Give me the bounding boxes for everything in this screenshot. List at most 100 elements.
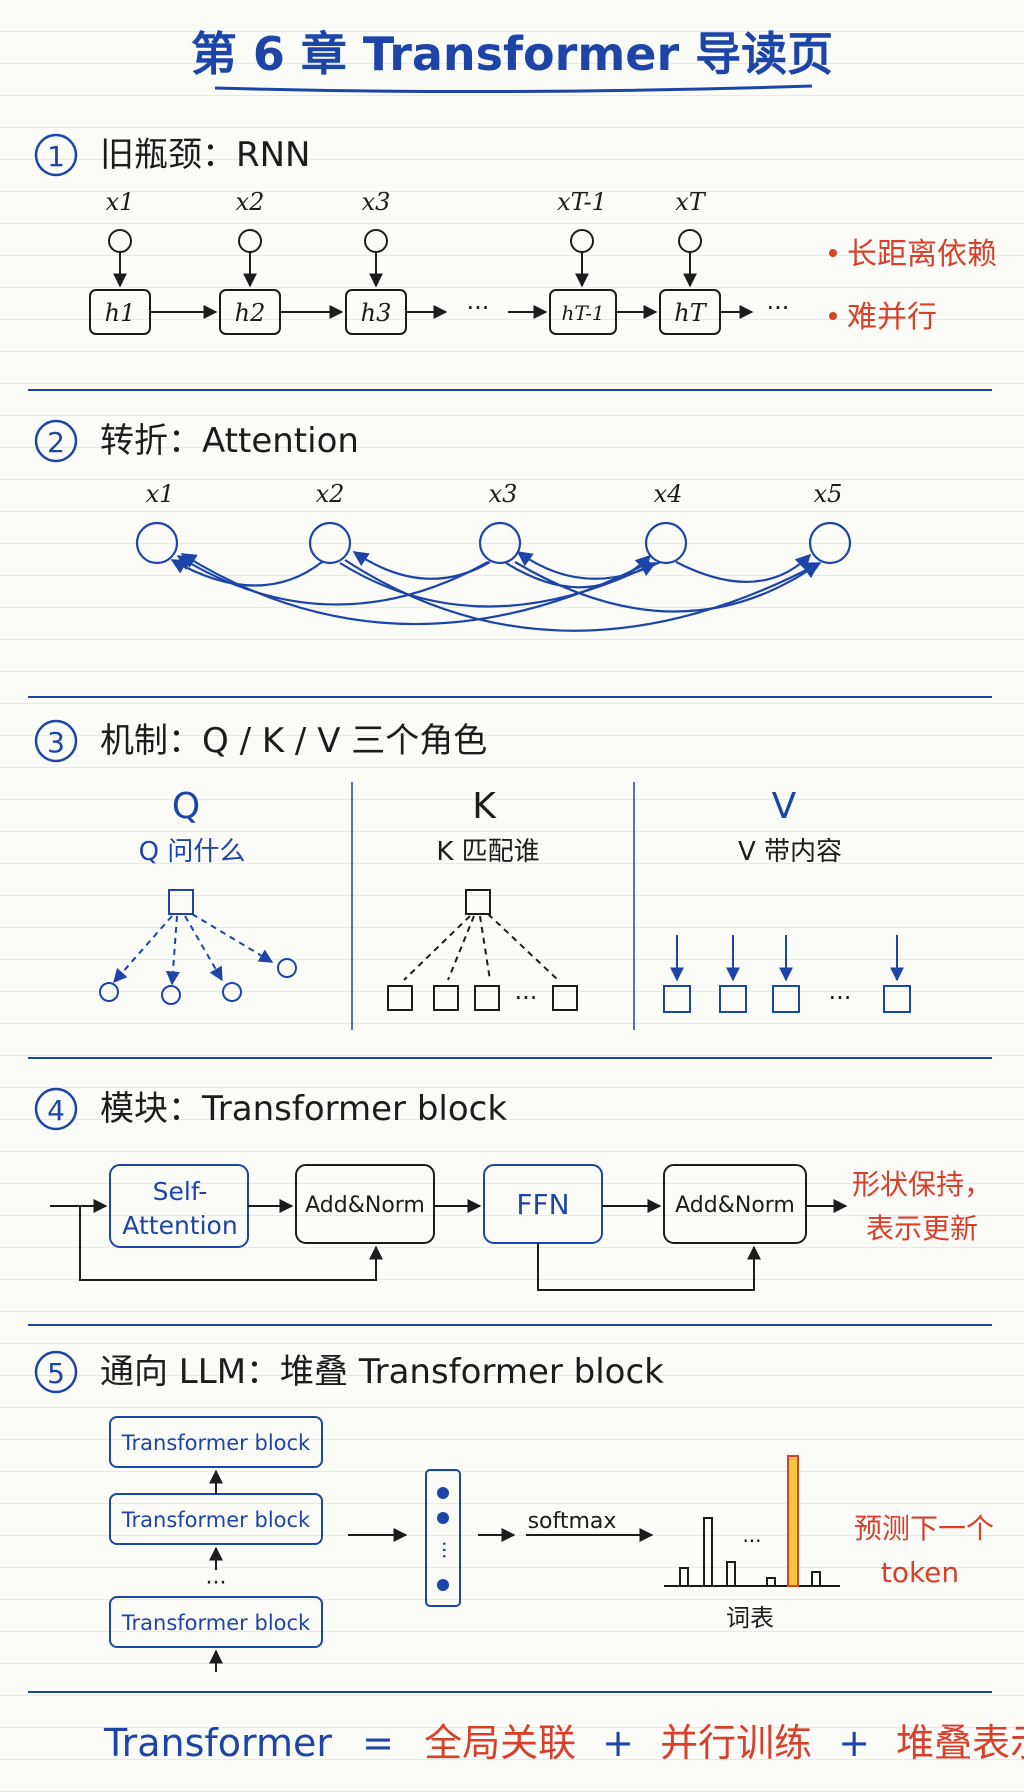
- token-label: x5: [814, 480, 843, 508]
- section-heading: 旧瓶颈：RNN: [100, 135, 311, 175]
- summary-eq: =: [362, 1721, 394, 1765]
- block-note: 表示更新: [866, 1212, 978, 1245]
- value-square: [474, 985, 500, 1011]
- content-square: [883, 985, 911, 1013]
- attention-arc: [352, 551, 491, 580]
- section-number-circle: [34, 1087, 78, 1131]
- prediction-note: token: [881, 1556, 959, 1589]
- input-node: [364, 229, 388, 253]
- stack-block-label: Transformer block: [121, 1611, 311, 1635]
- output-vector: [425, 1469, 461, 1607]
- role-desc-k: K 匹配谁: [436, 837, 539, 867]
- section-heading: 通向 LLM：堆叠 Transformer block: [100, 1352, 664, 1392]
- section-number: 2: [47, 426, 65, 459]
- input-label: x1: [106, 188, 135, 216]
- summary-plus: +: [602, 1721, 634, 1765]
- token-label: x1: [146, 480, 175, 508]
- section-number-circle: [34, 1350, 78, 1394]
- bullet-dot: [829, 249, 837, 257]
- ellipsis: ···: [767, 294, 790, 322]
- section-number-circle: [34, 133, 78, 177]
- section-number-circle: [34, 719, 78, 763]
- token-node: [478, 521, 522, 565]
- section-qkv: 3 机制：Q / K / V 三个角色 Q Q 问什么 K K 匹配谁 V V …: [34, 719, 911, 1030]
- vocab-bar: [766, 1577, 776, 1587]
- key-square: [465, 889, 491, 915]
- vocab-label: 词表: [726, 1604, 774, 1632]
- role-letter-k: K: [472, 786, 497, 827]
- stack-block: [109, 1596, 323, 1648]
- summary-term: 并行训练: [660, 1721, 812, 1765]
- token-node: [308, 521, 352, 565]
- section-number: 4: [47, 1094, 65, 1127]
- softmax-label: softmax: [528, 1509, 617, 1534]
- role-letter-v: V: [772, 786, 797, 827]
- input-label: xT-1: [557, 188, 607, 216]
- residual-connection: [79, 1206, 383, 1281]
- content-square: [772, 985, 800, 1013]
- ellipsis: ···: [467, 294, 490, 322]
- role-desc-q: Q 问什么: [139, 837, 246, 867]
- summary-lhs: Transformer: [103, 1721, 332, 1765]
- input-label: x2: [236, 188, 265, 216]
- token-label: x3: [489, 480, 518, 508]
- summary-term: 全局关联: [424, 1721, 576, 1765]
- ellipsis: ···: [206, 1571, 227, 1596]
- section-heading: 模块：Transformer block: [100, 1089, 507, 1129]
- self-attention-label: Self-: [153, 1177, 208, 1206]
- input-node: [678, 229, 702, 253]
- role-letter-q: Q: [172, 786, 200, 827]
- stack-block-label: Transformer block: [121, 1508, 311, 1532]
- self-attention-label: Attention: [122, 1211, 237, 1240]
- attention-arc: [505, 554, 652, 589]
- rnn-note: 长距离依赖: [847, 237, 997, 272]
- ellipsis: ···: [829, 984, 852, 1012]
- input-node: [238, 229, 262, 253]
- query-square: [168, 889, 194, 915]
- ellipsis: ···: [742, 1529, 761, 1553]
- content-square: [719, 985, 747, 1013]
- title-underline: [214, 84, 813, 94]
- vocab-bar: [679, 1567, 689, 1587]
- vocab-bar: [703, 1517, 713, 1587]
- vector-dot: [437, 1512, 449, 1524]
- vocab-bar: [811, 1571, 821, 1587]
- role-desc-v: V 带内容: [738, 837, 842, 867]
- summary-plus: +: [838, 1721, 870, 1765]
- add-norm-box: [295, 1164, 435, 1244]
- predicted-token-bar: [787, 1455, 799, 1587]
- key-node: [277, 958, 297, 978]
- summary-term: 堆叠表示。: [896, 1721, 1024, 1765]
- ellipsis: ···: [515, 984, 538, 1012]
- input-label: x3: [362, 188, 391, 216]
- ffn-label: FFN: [516, 1188, 569, 1221]
- add-norm-label: Add&Norm: [305, 1193, 425, 1218]
- content-square: [663, 985, 691, 1013]
- hidden-state-label: h1: [105, 299, 136, 327]
- key-node: [222, 982, 242, 1002]
- value-square: [552, 985, 578, 1011]
- token-node: [808, 521, 852, 565]
- token-label: x4: [654, 480, 683, 508]
- add-norm-box: [663, 1164, 807, 1244]
- token-node: [135, 521, 179, 565]
- section-number: 3: [47, 726, 65, 759]
- vector-dot: [437, 1579, 449, 1591]
- vocab-bar: [726, 1561, 736, 1587]
- section-block: 4 模块：Transformer block Self- Attention A…: [34, 1087, 992, 1291]
- input-label: xT: [675, 188, 707, 216]
- stack-block-label: Transformer block: [121, 1431, 311, 1455]
- attention-arc: [675, 553, 812, 583]
- stack-block: [109, 1416, 323, 1468]
- summary-formula: Transformer = 全局关联 + 并行训练 + 堆叠表示。: [103, 1721, 1024, 1765]
- section-heading: 机制：Q / K / V 三个角色: [100, 721, 487, 761]
- section-rnn: 1 旧瓶颈：RNN x1 x2 x3 xT-1 xT: [34, 133, 997, 335]
- page-title: 第 6 章 Transformer 导读页: [191, 27, 833, 81]
- value-square: [387, 985, 413, 1011]
- token-node: [644, 521, 688, 565]
- section-heading: 转折：Attention: [100, 421, 359, 461]
- attention-arc: [180, 553, 651, 626]
- token-label: x2: [316, 480, 345, 508]
- input-node: [108, 229, 132, 253]
